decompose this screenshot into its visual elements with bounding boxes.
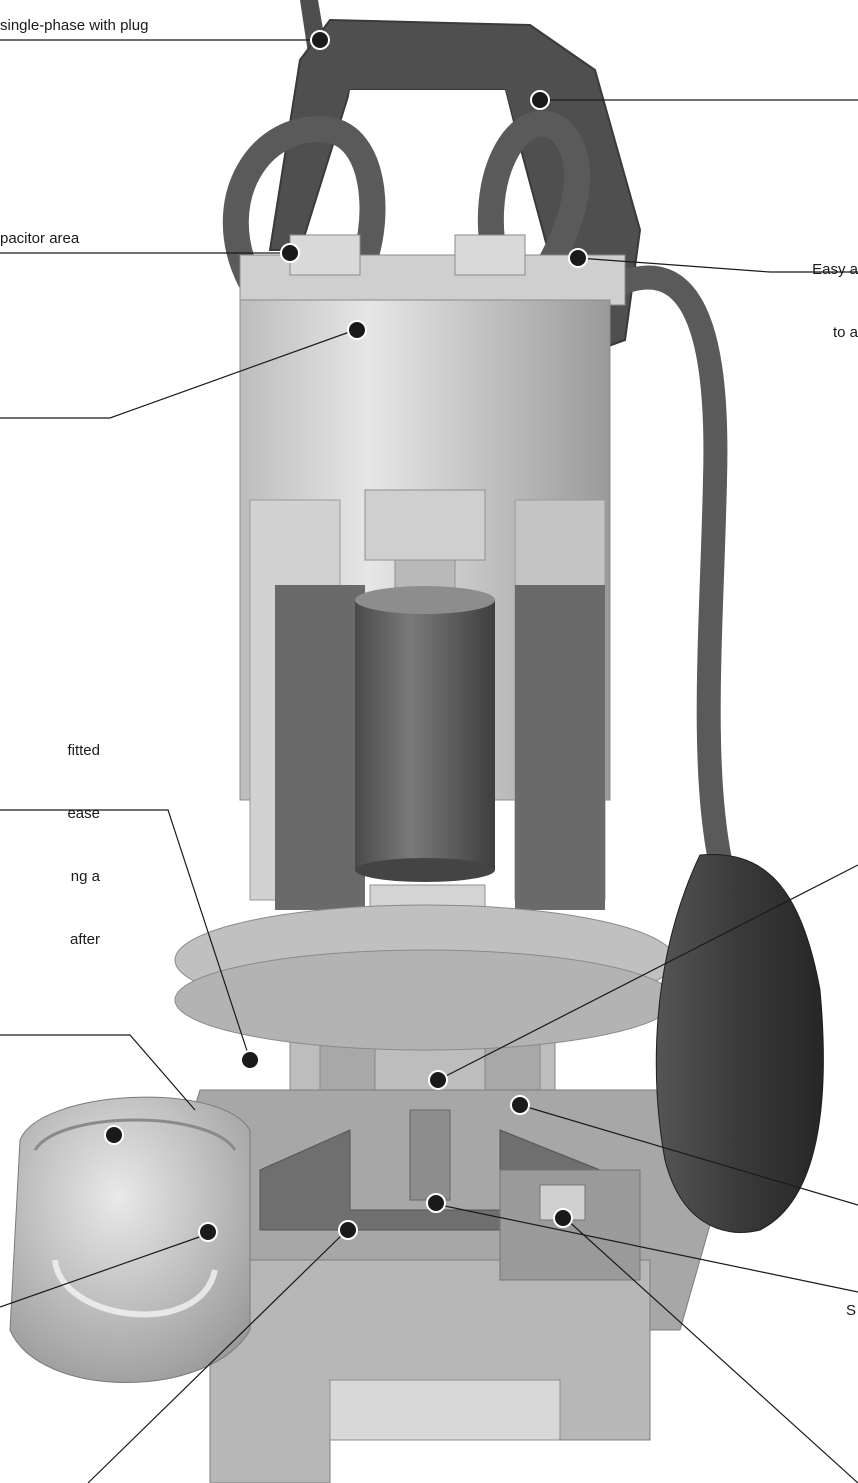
callout-dot — [240, 1050, 260, 1070]
callout-dot — [347, 320, 367, 340]
float-cable — [578, 265, 732, 872]
callout-dot — [198, 1222, 218, 1242]
cable-loop-right — [477, 110, 591, 293]
callout-dot — [280, 243, 300, 263]
label-fitted-line: ng a — [70, 868, 100, 885]
label-easy-line: Easy a — [812, 261, 858, 278]
float-switch — [655, 853, 824, 1233]
callout-dot — [338, 1220, 358, 1240]
callout-dot — [428, 1070, 448, 1090]
label-fitted-line: ease — [67, 805, 100, 822]
callout-dot — [553, 1208, 573, 1228]
label-fitted-group: fitted ease ng a after — [0, 698, 100, 992]
callout-dot — [510, 1095, 530, 1115]
label-capacitor-area: pacitor area — [0, 230, 80, 247]
callout-dot — [530, 90, 550, 110]
label-easy-line: to a — [832, 324, 858, 341]
callout-dot — [310, 30, 330, 50]
label-single-phase-plug: single-phase with plug — [0, 17, 149, 34]
callout-dot — [426, 1193, 446, 1213]
rotor — [355, 600, 495, 870]
label-fitted-line: after — [69, 931, 100, 948]
callout-dot — [568, 248, 588, 268]
callout-dots — [104, 30, 588, 1242]
callout-dot — [104, 1125, 124, 1145]
label-easy-access-group: Easy a to a — [758, 217, 858, 385]
suction-base — [209, 1259, 651, 1483]
leader-lines — [0, 39, 858, 1483]
discharge-outlet — [9, 1096, 251, 1383]
cable-loop-left — [222, 116, 386, 293]
label-bottom-right: S — [846, 1302, 857, 1319]
label-fitted-line: fitted — [67, 742, 100, 759]
